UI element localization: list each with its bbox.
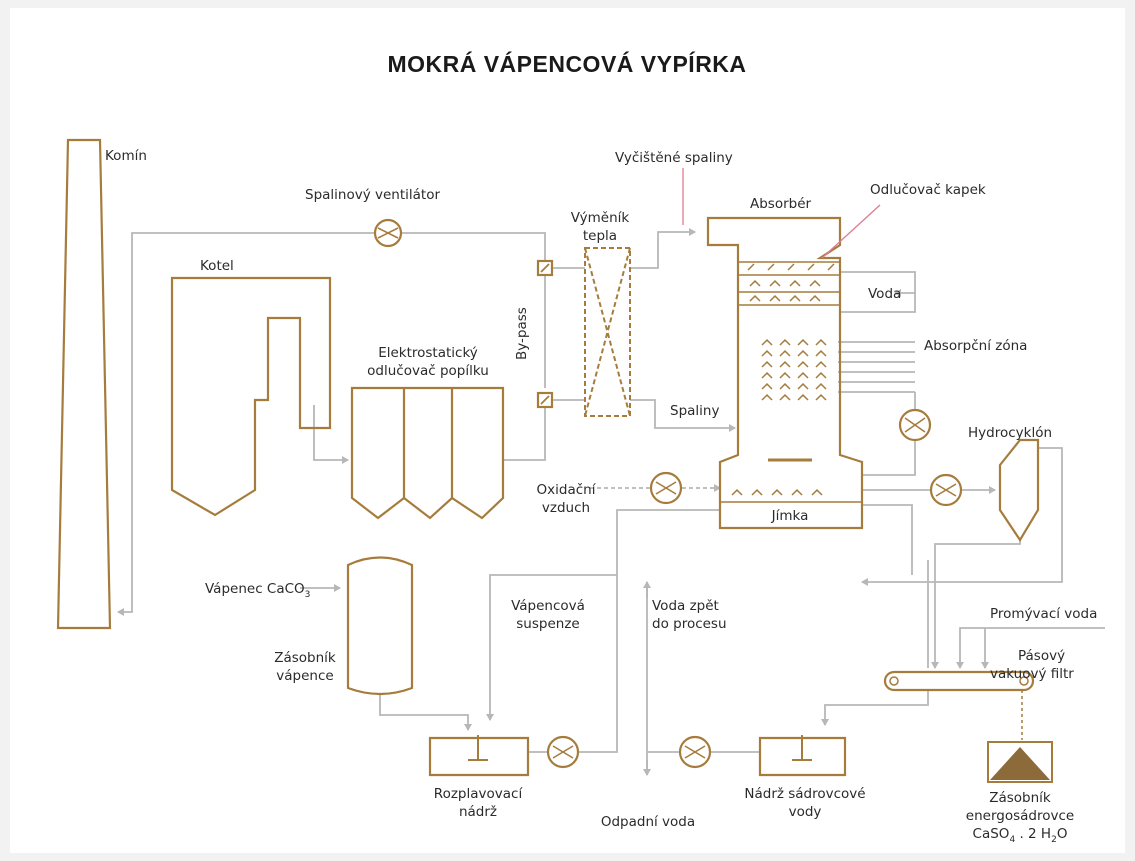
pipes (117, 228, 1105, 776)
boiler (170, 276, 332, 517)
pipe-voda (840, 271, 916, 313)
label-pasovy-1: Pásový (1018, 648, 1065, 664)
label-vapencova-1: Vápencová (511, 598, 585, 614)
label-komin: Komín (105, 148, 147, 164)
pipe-silo-to-tank (379, 695, 472, 731)
pipe-az-pump-out (862, 440, 916, 476)
label-odlucovac-kapek: Odlučovač kapek (870, 182, 986, 198)
label-nadrz-sadrovcove-2: vody (789, 804, 822, 820)
label-vapenec: Vápenec CaCO3 (205, 581, 310, 600)
pump-slurry (546, 735, 580, 769)
bypass-valves (536, 259, 554, 409)
pipe-promyvaci-voda (956, 627, 1105, 669)
label-vymenik-2: tepla (583, 228, 617, 244)
diagram-sheet: MOKRÁ VÁPENCOVÁ VYPÍRKA Komín Spalinový … (10, 8, 1125, 853)
label-zasobnik-energo-1: Zásobník (989, 790, 1051, 806)
hydrocyclone (998, 438, 1040, 543)
label-pasovy-2: vakuový filtr (990, 666, 1074, 682)
label-vapencova-2: suspenze (516, 616, 579, 632)
gypsum-storage (987, 741, 1053, 783)
fan-spalinovy (373, 218, 403, 248)
label-spaliny: Spaliny (670, 403, 719, 419)
label-voda-zpet-2: do procesu (652, 616, 727, 632)
label-absorber: Absorbér (750, 196, 812, 212)
pump-absorption (898, 408, 932, 442)
label-esp-2: odlučovač popílku (367, 363, 489, 379)
label-spalinovy-ventilator: Spalinový ventilátor (305, 187, 440, 203)
label-bypass: By-pass (514, 307, 530, 360)
pump-gypsum-water (678, 735, 712, 769)
label-voda-zpet-1: Voda zpět (652, 598, 719, 614)
slurry-tank (428, 735, 530, 777)
label-voda: Voda (868, 286, 901, 302)
label-zasobnik-vapence-1: Zásobník (274, 650, 336, 666)
gypsum-water-tank (758, 735, 847, 777)
pump-oxidation (649, 471, 683, 505)
pipe-esp-out (503, 408, 546, 461)
pipe-jimka-side (862, 504, 913, 575)
belt-filter (883, 670, 1035, 740)
pipe-filter-to-tank (821, 690, 929, 726)
pipe-spaliny (630, 399, 736, 432)
limestone-silo (346, 556, 414, 696)
label-hydrocyklon: Hydrocyklón (968, 425, 1052, 441)
heat-exchanger (584, 247, 631, 417)
label-nadrz-sadrovcove-1: Nádrž sádrovcové (744, 786, 865, 802)
label-zasobnik-vapence-2: vápence (276, 668, 333, 684)
label-caso4: CaSO4 . 2 H2O (973, 826, 1068, 845)
label-promyvaci-voda: Promývací voda (990, 606, 1097, 622)
pipe-hc-overflow (861, 447, 1063, 586)
label-oxidacni-2: vzduch (542, 500, 590, 516)
process-diagram: MOKRÁ VÁPENCOVÁ VYPÍRKA Komín Spalinový … (56, 50, 1105, 845)
label-kotel: Kotel (200, 258, 234, 274)
label-odpadni-voda: Odpadní voda (601, 814, 695, 830)
label-vycistene-spaliny: Vyčištěné spaliny (615, 150, 733, 166)
label-jimka: Jímka (771, 508, 809, 524)
label-rozplavovaci-1: Rozplavovací (434, 786, 524, 802)
label-zasobnik-energo-2: energosádrovce (966, 808, 1074, 824)
pipe-hx-to-absorber-top (630, 228, 696, 269)
pipe-to-chimney (117, 232, 546, 616)
label-absorpcni-zona: Absorpční zóna (924, 338, 1027, 354)
pipe-boiler-to-esp (313, 405, 349, 464)
label-esp-1: Elektrostatický (378, 345, 478, 361)
diagram-title: MOKRÁ VÁPENCOVÁ VYPÍRKA (387, 50, 746, 77)
label-rozplavovaci-2: nádrž (459, 804, 497, 820)
pipe-suspenze-down (486, 574, 617, 721)
pipe-jimka-left (616, 509, 720, 575)
label-oxidacni-1: Oxidační (537, 482, 597, 498)
electrostatic-precipitator (350, 386, 505, 520)
label-vymenik-1: Výměník (571, 210, 630, 226)
pipe-hc-underflow (931, 540, 1021, 669)
spray-marks (731, 263, 835, 496)
pump-hydrocyclone (929, 473, 963, 507)
pipe-tank-pump-out (578, 575, 618, 753)
absorber (706, 216, 864, 530)
chimney (56, 138, 112, 630)
leader-lines (682, 168, 881, 259)
